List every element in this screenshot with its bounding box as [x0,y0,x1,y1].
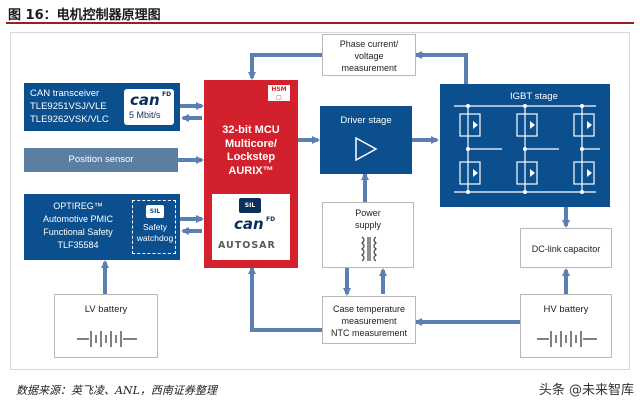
diagram-frame [10,32,630,370]
case-line-1: Case temperature [332,304,406,314]
battery-icon [537,331,597,347]
mcu-line-4: AURIX™ [228,164,274,177]
case-line-2: measurement [341,316,397,326]
driver-stage-block: Driver stage [320,106,412,174]
driver-stage-label: Driver stage [340,115,392,126]
igbt-stage-label: IGBT stage [510,91,558,102]
mcu-can-fd-sup: FD [266,216,276,223]
amplifier-icon [355,136,378,162]
mcu-title: 32-bit MCU Multicore/ Lockstep AURIX™ [204,124,298,178]
phase-line-2: voltage [354,51,384,61]
phase-line-1: Phase current/ [339,39,399,49]
hsm-text: HSM [271,86,287,93]
safety-watchdog-label: Safety watchdog [133,222,177,244]
pmic-line-4: TLF35584 [57,240,99,250]
case-temperature-block: Case temperature measurement NTC measure… [322,296,416,344]
can-logo: can [130,91,160,109]
pmic-text: OPTIREG™ Automotive PMIC Functional Safe… [28,200,128,252]
mcu-can-logo: can [234,215,264,233]
dc-link-label: DC-link capacitor [531,244,601,254]
mcu-line-1: 32-bit MCU [222,124,280,136]
safety-line-1: Safety [142,222,168,232]
phase-text: Phase current/ voltage measurement [323,38,415,74]
pmic-sil-text: SIL [149,208,161,215]
position-sensor-block: Position sensor [24,148,178,172]
power-line-1: Power [355,208,381,218]
battery-icon [77,331,137,347]
can-line-3: TLE9262VSK/VLC [30,114,109,125]
mcu-sil-icon: SIL [239,198,261,213]
autosar-logo: AUTOSAR [218,240,276,251]
lv-battery-block: LV battery [54,294,158,358]
figure-header: 图 16：电机控制器原理图 [6,2,634,24]
can-fd-sup: FD [162,91,172,98]
hv-battery-block: HV battery [520,294,612,358]
igbt-stage-block: IGBT stage [440,84,610,207]
can-transceiver-block: CAN transceiver TLE9251VSJ/VLE TLE9262VS… [24,83,180,131]
case-text: Case temperature measurement NTC measure… [323,303,415,339]
can-line-1: CAN transceiver [30,88,100,99]
pmic-line-2: Automotive PMIC [42,214,114,224]
mcu-line-3: Lockstep [226,151,276,163]
can-transceiver-text: CAN transceiver TLE9251VSJ/VLE TLE9262VS… [30,87,122,126]
source-note: 数据来源：英飞凌、ANL，西南证券整理 [16,384,217,397]
mcu-block: HSM▢ 32-bit MCU Multicore/ Lockstep AURI… [204,80,298,268]
sil-icon: SIL [146,205,164,218]
pmic-line-3: Functional Safety [43,227,113,237]
power-text: Power supply [323,207,413,231]
mcu-sil-text: SIL [244,202,256,209]
position-sensor-label: Position sensor [68,154,134,165]
arrow-phase-mcu [248,53,322,80]
safety-line-2: watchdog [136,233,174,243]
can-fd-badge: can FD 5 Mbit/s [124,89,174,125]
pmic-line-1: OPTIREG™ [53,201,103,211]
figure-title: 图 16：电机控制器原理图 [8,8,161,23]
dc-link-capacitor-block: DC-link capacitor [520,228,612,268]
can-line-2: TLE9251VSJ/VLE [30,101,107,112]
case-line-3: NTC measurement [330,328,408,338]
hsm-badge: HSM▢ [268,85,290,101]
hv-battery-label: HV battery [543,304,589,315]
power-line-2: supply [354,220,381,230]
lv-battery-label: LV battery [84,304,128,315]
phase-line-3: measurement [341,63,397,73]
arrow-case-mcu [248,266,322,332]
power-supply-block: Power supply [322,202,414,268]
igbt-bridge-icon [454,104,600,194]
arrow-igbt-phase [414,51,468,84]
phase-measurement-block: Phase current/ voltage measurement [322,34,416,76]
can-speed: 5 Mbit/s [129,110,161,120]
pmic-block: OPTIREG™ Automotive PMIC Functional Safe… [24,194,180,260]
transformer-icon [361,236,377,262]
mcu-logo-panel: SIL can FD AUTOSAR [212,194,290,260]
safety-watchdog-box: SIL Safety watchdog [132,200,176,254]
mcu-line-2: Multicore/ [225,137,277,150]
watermark: 头条 @未来智库 [538,383,634,398]
